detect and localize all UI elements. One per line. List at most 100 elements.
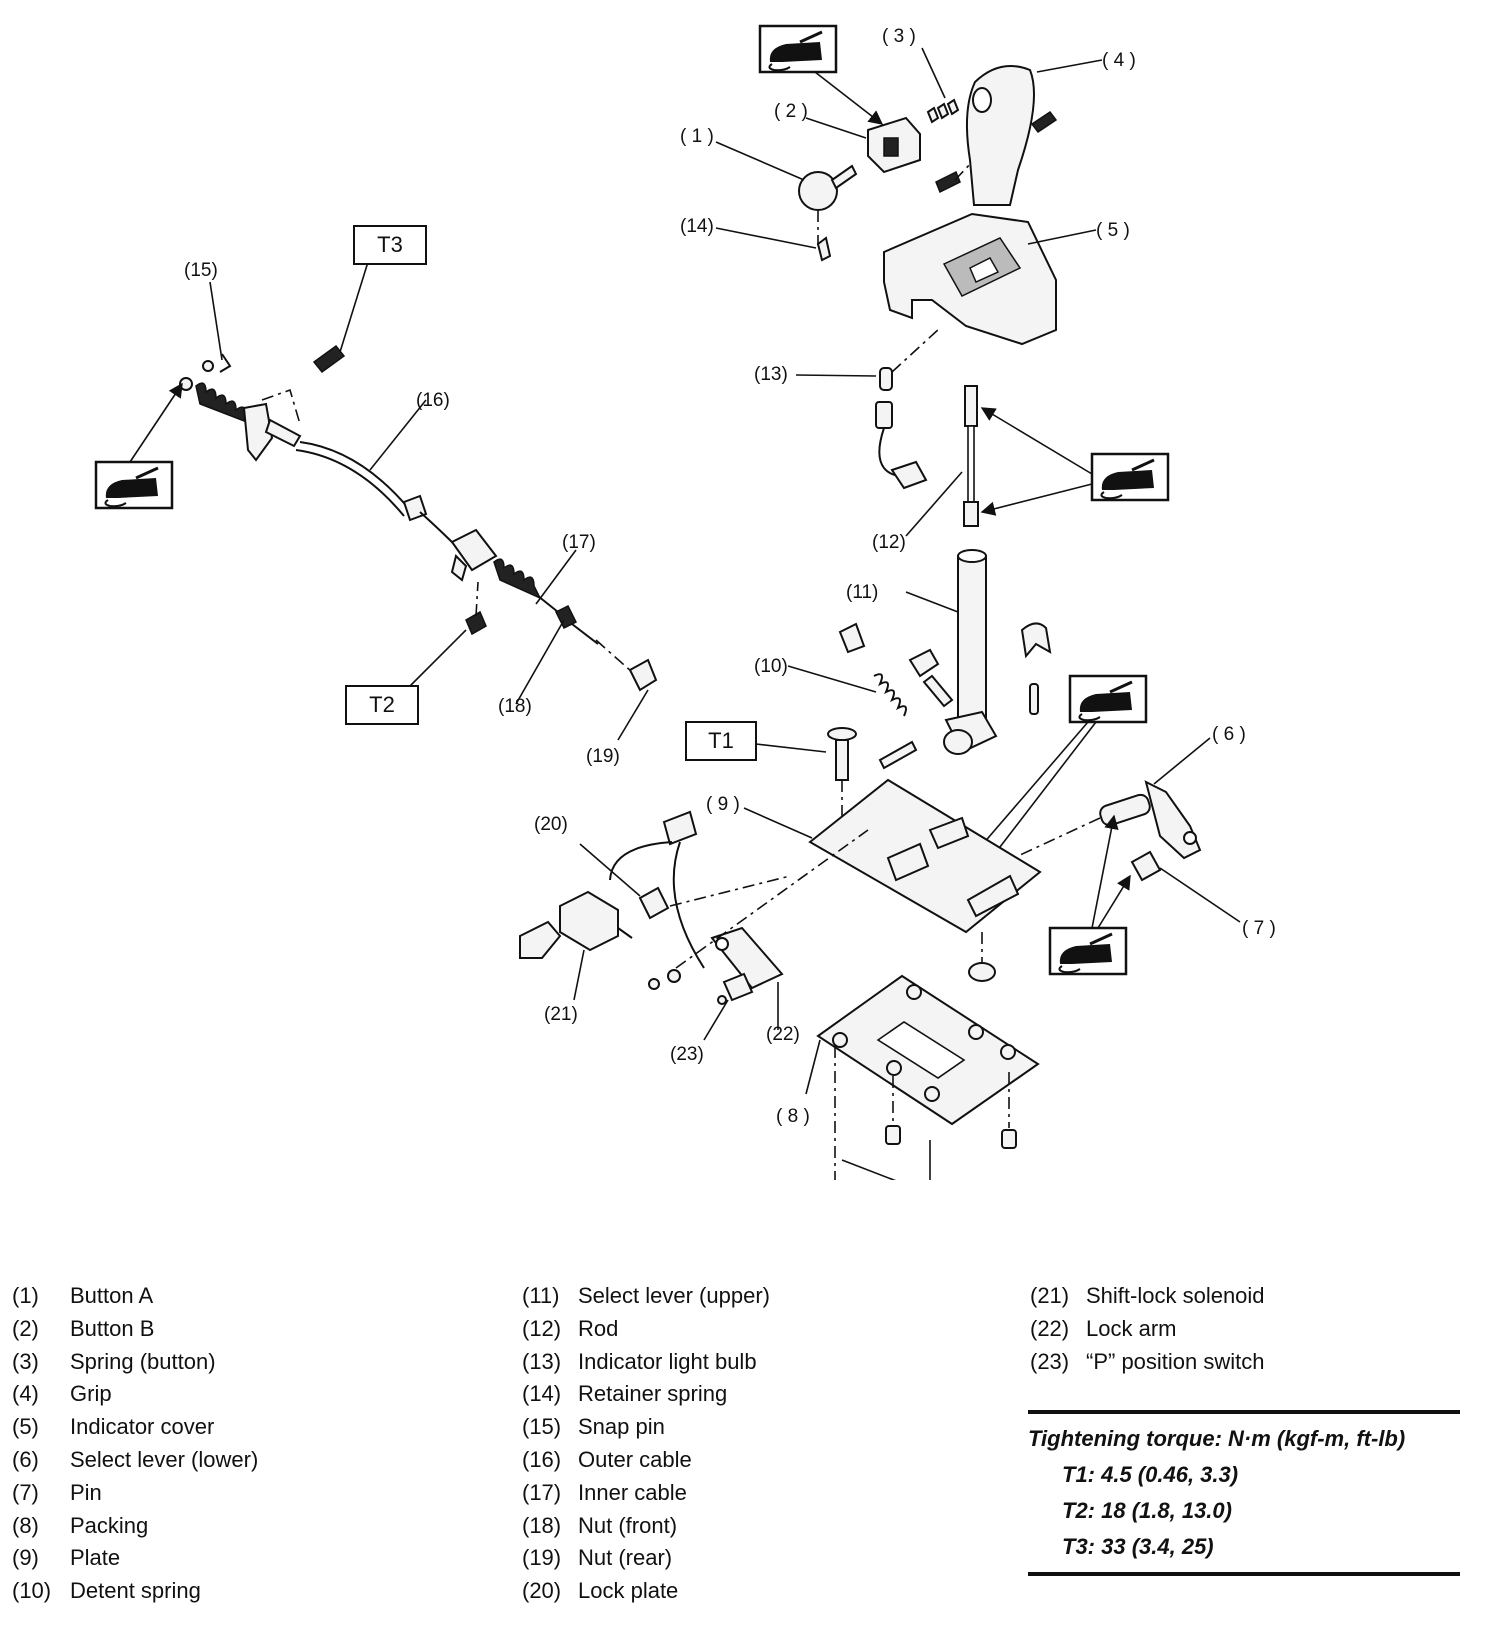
legend-item-label: Shift-lock solenoid xyxy=(1086,1283,1265,1308)
snap-pin xyxy=(202,281,232,373)
callout-6: ( 6 ) xyxy=(1212,724,1246,745)
legend-item-number: (5) xyxy=(12,1414,39,1440)
callout-20: (20) xyxy=(534,814,568,835)
legend-column-3: (21)Shift-lock solenoid(22)Lock arm(23)“… xyxy=(1030,1280,1265,1378)
legend-item-number: (9) xyxy=(12,1545,39,1571)
callout-3: ( 3 ) xyxy=(882,26,916,47)
legend-item: (15)Snap pin xyxy=(522,1411,770,1444)
legend-item-label: Packing xyxy=(70,1512,149,1538)
rod xyxy=(905,385,979,537)
indicator-light-bulb xyxy=(795,327,941,490)
legend-item-number: (3) xyxy=(12,1348,39,1374)
torque-box-t3: T3 xyxy=(353,225,427,265)
callout-18: (18) xyxy=(498,696,532,717)
legend-item-number: (6) xyxy=(12,1446,39,1472)
callout-22: (22) xyxy=(766,1024,800,1045)
nut-front xyxy=(515,604,578,705)
legend-item: (2)Button B xyxy=(12,1313,258,1346)
callout-23: (23) xyxy=(670,1044,704,1065)
legend-item-number: (16) xyxy=(522,1446,562,1472)
t3-bolt xyxy=(312,261,369,374)
legend-item-label: Outer cable xyxy=(578,1446,692,1472)
torque-row-t1: T1: 4.5 (0.46, 3.3) xyxy=(1062,1462,1239,1487)
legend-item: (19)Nut (rear) xyxy=(522,1542,770,1575)
legend-item-label: Snap pin xyxy=(578,1414,665,1440)
grip-screw-right xyxy=(1030,110,1058,134)
legend-item-label: Detent spring xyxy=(70,1578,201,1604)
legend-item-label: Indicator light bulb xyxy=(578,1348,757,1374)
legend-item-number: (20) xyxy=(522,1578,562,1604)
exploded-parts-diagram: T3 T2 T1 ( 1 ) ( 2 ) ( 3 ) ( 4 ) ( 5 ) (… xyxy=(94,24,1276,1180)
legend-item-label: Retainer spring xyxy=(578,1381,728,1407)
torque-box-t1: T1 xyxy=(685,721,757,761)
torque-box-t2-label: T2 xyxy=(369,692,395,717)
legend-item: (6) Select lever (lower) xyxy=(12,1444,258,1477)
legend-item-number: (22) xyxy=(1030,1315,1070,1341)
callout-1: ( 1 ) xyxy=(680,126,714,147)
pin xyxy=(1130,850,1241,923)
legend-item: (21) Shift-lock solenoid xyxy=(1030,1280,1265,1313)
cable-front-end xyxy=(450,528,569,621)
legend-item: (4) Grip xyxy=(12,1378,258,1411)
legend-item-number: (4) xyxy=(12,1381,39,1407)
indicator-cover xyxy=(883,212,1097,346)
torque-row-t2: T2: 18 (1.8, 13.0) xyxy=(1062,1498,1232,1523)
grip xyxy=(966,59,1103,206)
small-bush xyxy=(838,622,866,654)
torque-rule-bottom xyxy=(1028,1572,1460,1576)
torque-title: Tightening torque: N·m (kgf-m, ft-lb) xyxy=(1028,1426,1406,1451)
callout-7: ( 7 ) xyxy=(1242,918,1276,939)
lock-plate xyxy=(579,843,670,920)
legend-item: (16) Outer cable xyxy=(522,1444,770,1477)
legend-item-number: (14) xyxy=(522,1381,562,1407)
callout-8: ( 8 ) xyxy=(776,1106,810,1127)
grease-icon-rod xyxy=(1090,452,1170,502)
callout-4: ( 4 ) xyxy=(1102,50,1136,71)
grease-icon-button-b xyxy=(758,24,838,74)
torque-box-t3-label: T3 xyxy=(377,232,403,257)
legend-item-number: (12) xyxy=(522,1315,562,1341)
legend-item: (12) Rod xyxy=(522,1313,770,1346)
legend-item: (22) Lock arm xyxy=(1030,1313,1265,1346)
grease-icon-plate xyxy=(1068,674,1148,724)
legend-item: (17)Inner cable xyxy=(522,1477,770,1510)
legend-item-label: Lock arm xyxy=(1086,1315,1177,1341)
legend-item-label: Grip xyxy=(70,1381,112,1407)
legend-item: (11)Select lever (upper) xyxy=(522,1280,770,1313)
callout-15: (15) xyxy=(184,260,218,281)
lever-pin xyxy=(878,683,1039,770)
callout-19: (19) xyxy=(586,746,620,767)
legend-item-number: (2) xyxy=(12,1315,39,1341)
legend-item-label: Rod xyxy=(578,1315,619,1341)
callout-17: (17) xyxy=(562,532,596,553)
legend-item-number: (18) xyxy=(522,1512,562,1538)
callout-16: (16) xyxy=(416,390,450,411)
callout-5: ( 5 ) xyxy=(1096,220,1130,241)
legend-item-label: Lock plate xyxy=(578,1578,679,1604)
select-lever-lower xyxy=(1017,737,1211,860)
callout-2: ( 2 ) xyxy=(774,101,808,122)
legend-item: (18)Nut (front) xyxy=(522,1510,770,1543)
packing xyxy=(805,974,1040,1126)
t2-bolt xyxy=(409,581,487,687)
legend-item-number: (21) xyxy=(1030,1283,1070,1308)
lock-arm xyxy=(710,926,784,1030)
legend-item-number: (10) xyxy=(12,1578,52,1604)
shift-lock-solenoid xyxy=(519,890,633,1001)
legend-item-label: Plate xyxy=(70,1545,121,1571)
tightening-torque-table: Tightening torque: N·m (kgf-m, ft-lb) T1… xyxy=(1028,1410,1460,1576)
callout-9: ( 9 ) xyxy=(706,794,740,815)
torque-box-t1-label: T1 xyxy=(708,728,734,753)
callout-10: (10) xyxy=(754,656,788,677)
grease-icon-pin xyxy=(1048,926,1128,976)
outer-cable xyxy=(295,399,459,549)
torque-box-t2: T2 xyxy=(345,685,419,725)
legend-item-label: Select lever (upper) xyxy=(578,1283,770,1308)
spring-button xyxy=(921,47,960,124)
grip-screw-left xyxy=(935,161,973,194)
callout-21: (21) xyxy=(544,1004,578,1025)
legend-item-number: (17) xyxy=(522,1479,562,1505)
legend-item-label: Select lever (lower) xyxy=(70,1446,259,1472)
legend-item-label: Nut (rear) xyxy=(578,1545,673,1571)
legend-item: (3)Spring (button) xyxy=(12,1346,258,1379)
